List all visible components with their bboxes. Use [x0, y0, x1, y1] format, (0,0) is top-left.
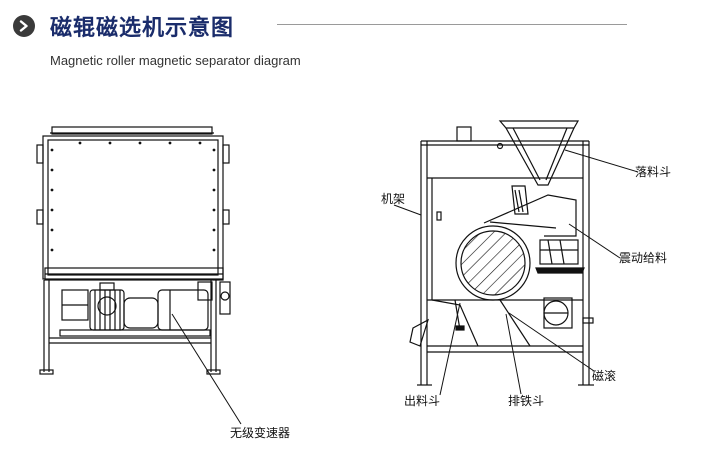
label-vibrating-feeder: 震动给料	[619, 251, 667, 265]
motor	[89, 282, 125, 331]
label-iron-discharge-hopper: 排铁斗	[508, 394, 544, 408]
label-discharge-hopper: 出料斗	[404, 394, 440, 408]
chevron-right-glyph	[19, 20, 28, 32]
reducer-leader	[171, 313, 242, 425]
header: 磁辊磁选机示意图 Magnetic roller magnetic separa…	[0, 0, 717, 80]
vibrating-feeder-shape	[483, 185, 585, 274]
side-top-rail	[51, 126, 213, 135]
front-view	[409, 120, 594, 386]
page-subtitle: Magnetic roller magnetic separator diagr…	[50, 53, 301, 68]
label-feed-hopper: 落料斗	[635, 165, 671, 179]
reducer	[123, 281, 213, 331]
side-view	[36, 126, 231, 375]
side-main-box	[42, 135, 224, 280]
title-divider	[277, 24, 627, 25]
page-title: 磁辊磁选机示意图	[50, 16, 235, 41]
label-stepless-reducer: 无级变速器	[230, 425, 290, 440]
label-frame: 机架	[381, 192, 405, 206]
feed-hopper-shape	[496, 120, 580, 186]
leader-lines	[393, 149, 639, 396]
chevron-right-icon	[13, 15, 35, 37]
magnetic-roller-shape	[455, 225, 531, 301]
label-magnetic-roller: 磁滚	[592, 368, 616, 383]
